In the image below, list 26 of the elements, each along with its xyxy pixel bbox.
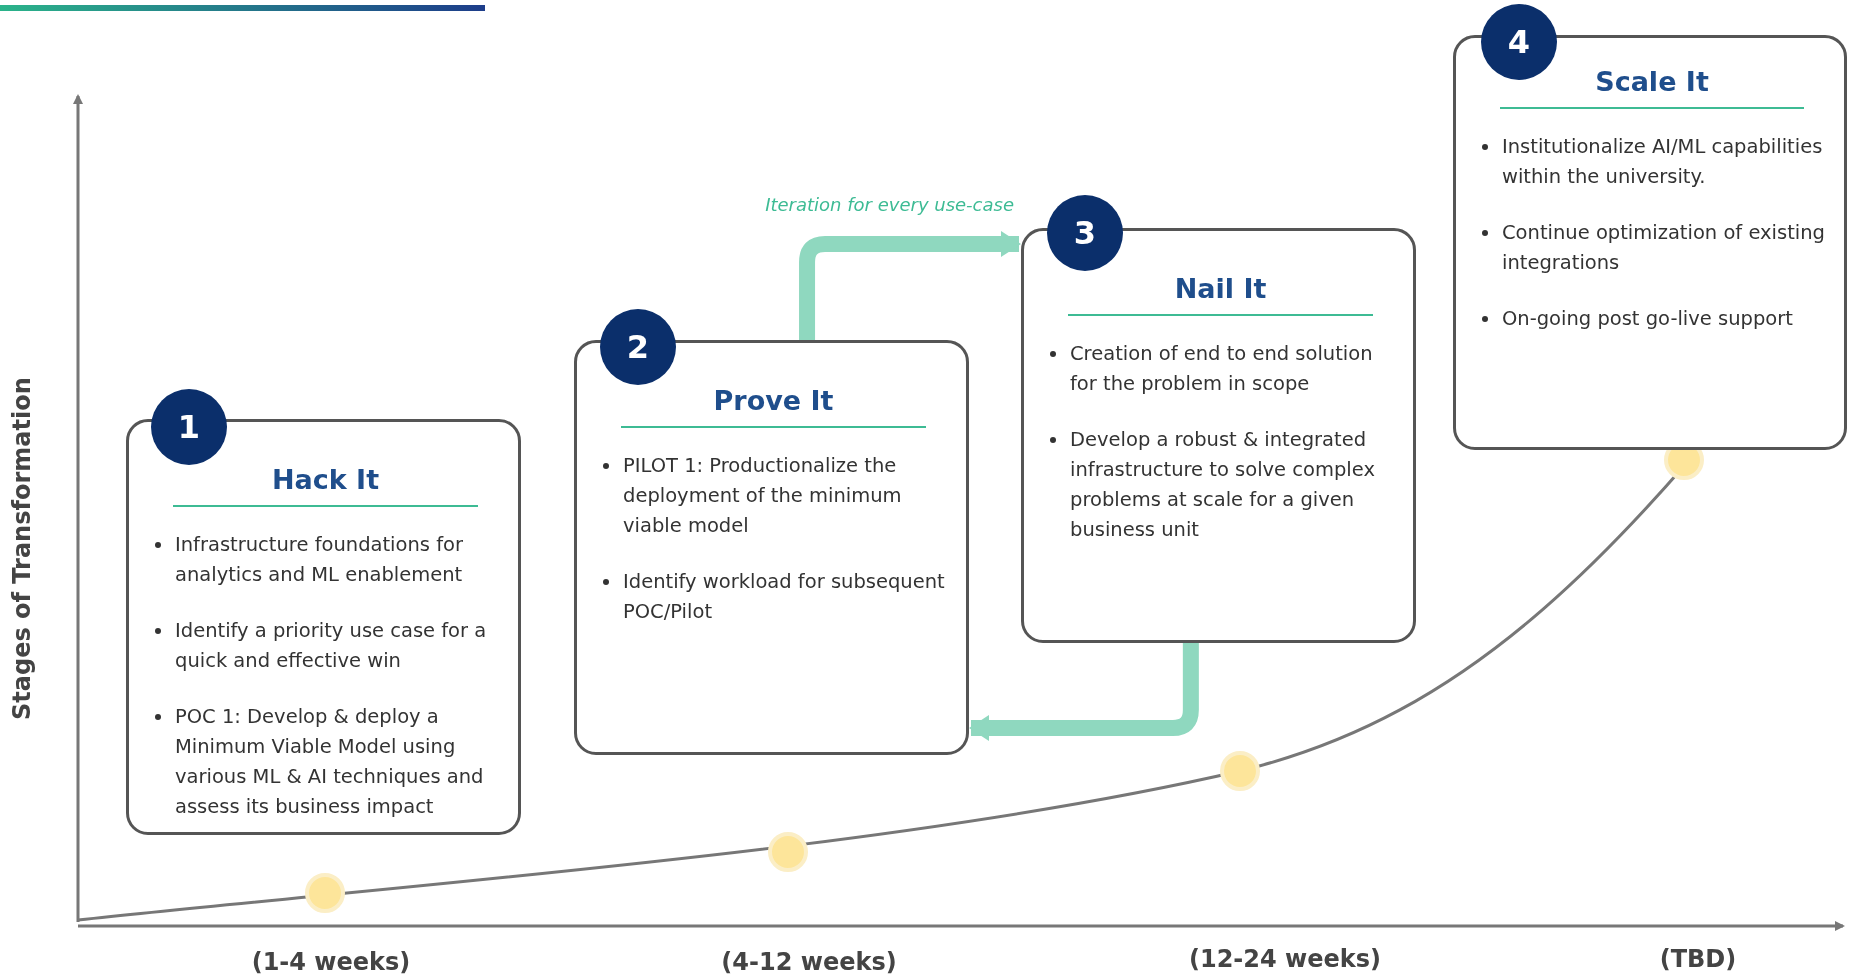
bullet-text: On-going post go-live support: [1478, 304, 1834, 334]
stage-title: Prove It: [621, 385, 926, 428]
bullet-text: Identify workload for subsequent POC/Pilot: [599, 567, 956, 627]
bullet-text: Continue optimization of existing integrations: [1478, 218, 1834, 278]
bullet-text: PILOT 1: Productionalize the deployment of the minimum viable model: [599, 451, 956, 541]
step-number-badge: 1: [151, 389, 227, 465]
axis-label: (1-4 weeks): [251, 948, 411, 976]
bullet-text: Identify a priority use case for a quick and effective win: [151, 616, 508, 676]
axis-label: (12-24 weeks): [1189, 945, 1381, 973]
bullet-text: Institutionalize AI/ML capabilities within the university.: [1478, 132, 1834, 192]
axis-label: (4-12 weeks): [721, 948, 897, 976]
bullet-text: Infrastructure foundations for analytics and ML enablement: [151, 530, 508, 590]
step-number-badge: 2: [600, 309, 676, 385]
bullet-text: Develop a robust & integrated infrastructure to solve complex problems at scale for a given business unit: [1046, 425, 1403, 545]
axis-label: (TBD): [1659, 945, 1737, 973]
step-number-badge: 3: [1047, 195, 1123, 271]
stage-title: Hack It: [173, 464, 478, 507]
bullet-text: Creation of end to end solution for the problem in scope: [1046, 339, 1403, 399]
bullet-text: POC 1: Develop & deploy a Minimum Viable Model using various ML & AI techniques and assess its business impact: [151, 702, 508, 822]
edge-label: Iteration for every use-case: [765, 194, 1014, 215]
step-number-badge: 4: [1481, 4, 1557, 80]
stage-title: Scale It: [1500, 66, 1804, 109]
arrow: [969, 643, 1199, 741]
stage-title: Nail It: [1068, 273, 1373, 316]
axis-title: Stages of Transformation: [8, 377, 36, 720]
arrow: [799, 231, 1021, 340]
